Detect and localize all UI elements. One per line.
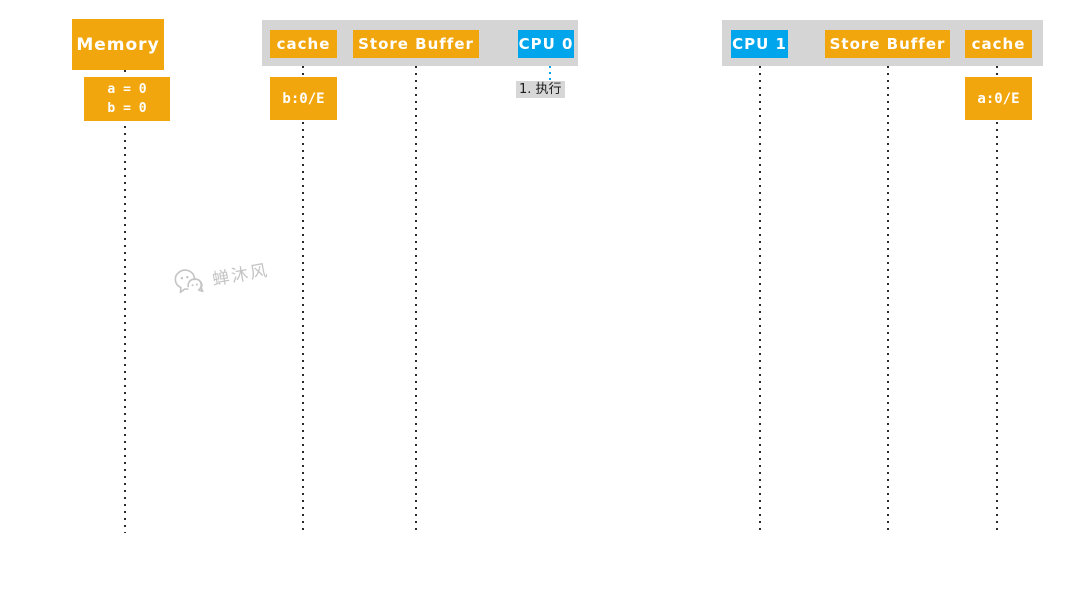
cache-right-header: cache <box>965 30 1032 58</box>
watermark-text: 蝉沐风 <box>210 260 271 290</box>
step-annotation: 1. 执行 <box>516 81 565 98</box>
cpu1-header: CPU 1 <box>731 30 788 58</box>
lifeline-store-buffer-left <box>415 66 417 533</box>
lifeline-cpu0-stub <box>549 66 551 80</box>
store-buffer-left-header: Store Buffer <box>353 30 479 58</box>
memory-state-line-b: b = 0 <box>107 101 147 116</box>
lifeline-store-buffer-right <box>887 66 889 533</box>
cpu1-component-group: CPU 1 Store Buffer cache <box>722 20 1043 66</box>
cache-right-state: a:0/E <box>965 77 1032 120</box>
cpu0-component-group: cache Store Buffer CPU 0 <box>262 20 578 66</box>
cpu0-header: CPU 0 <box>518 30 574 58</box>
memory-state-box: a = 0 b = 0 <box>84 77 170 121</box>
memory-header: Memory <box>72 19 164 70</box>
cache-left-header: cache <box>270 30 337 58</box>
store-buffer-right-header: Store Buffer <box>825 30 950 58</box>
lifeline-cache-right <box>996 66 998 533</box>
watermark: 蝉沐风 <box>170 252 271 300</box>
memory-state-line-a: a = 0 <box>107 82 147 97</box>
memory-title: Memory <box>76 34 160 55</box>
cache-left-state: b:0/E <box>270 77 337 120</box>
lifeline-cpu1 <box>759 66 761 533</box>
lifeline-memory <box>124 70 126 533</box>
wechat-icon <box>174 269 204 294</box>
lifeline-cache-left <box>302 66 304 533</box>
